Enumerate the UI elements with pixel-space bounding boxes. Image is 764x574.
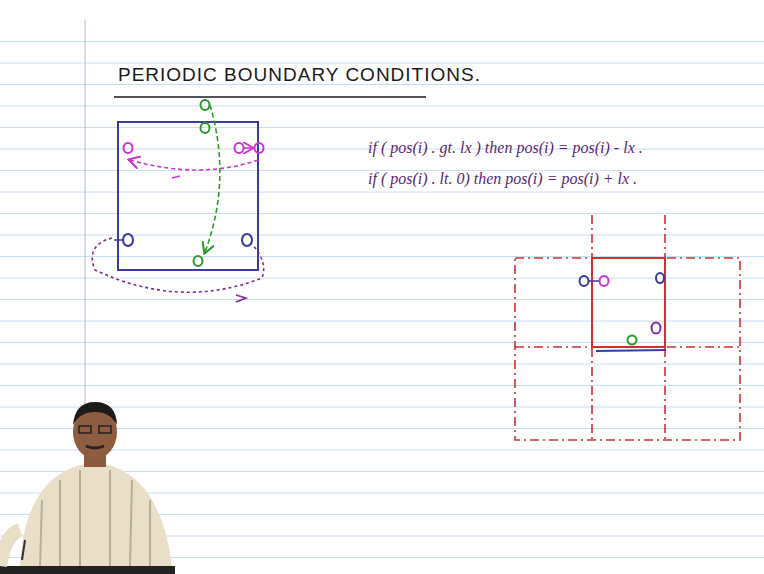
- simulation-box: [118, 122, 258, 270]
- particles: [123, 100, 264, 266]
- code-line: if ( pos(i) . lt. 0) then pos(i) = pos(i…: [368, 170, 637, 188]
- central-box: [592, 258, 665, 347]
- wrap-arrow: [92, 238, 263, 292]
- ruled-lines: [0, 30, 764, 574]
- title-underline: [114, 96, 426, 98]
- code-line: if ( pos(i) . gt. lx ) then pos(i) = pos…: [368, 139, 643, 157]
- wrap-arrow: [205, 105, 220, 252]
- lecturer-figure: [0, 402, 175, 574]
- page-title: PERIODIC BOUNDARY CONDITIONS.: [118, 64, 481, 86]
- particles: [580, 273, 665, 345]
- image-boxes: [515, 215, 740, 440]
- wrap-arrow: [130, 160, 258, 170]
